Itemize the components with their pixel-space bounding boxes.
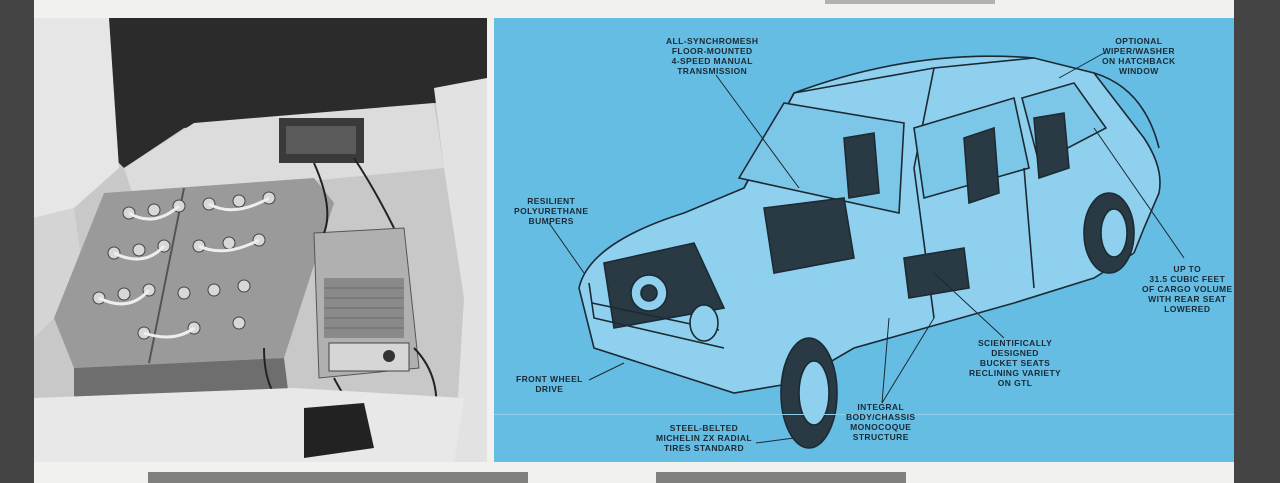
- callout-seats: SCIENTIFICALLY DESIGNED BUCKET SEATS REC…: [969, 338, 1062, 388]
- scan-edge-right: [1234, 0, 1280, 483]
- callout-bumpers: RESILIENT POLYURETHANE BUMPERS: [514, 196, 589, 226]
- cropped-body-text-left: [148, 472, 528, 483]
- cropped-body-text-right: [656, 472, 906, 483]
- cutaway-car-diagram: ALL-SYNCHROMESH FLOOR-MOUNTED 4-SPEED MA…: [494, 18, 1234, 462]
- battery-compartment-photo: [34, 18, 487, 462]
- scan-edge-left: [0, 0, 34, 483]
- car-illustration: [548, 52, 1185, 449]
- page-fold-line: [494, 414, 1234, 415]
- callout-cargo: UP TO 31.5 CUBIC FEET OF CARGO VOLUME WI…: [1142, 264, 1233, 314]
- cropped-top-text: [825, 0, 995, 4]
- callout-wiper: OPTIONAL WIPER/WASHER ON HATCHBACK WINDO…: [1102, 36, 1176, 76]
- callout-chassis: INTEGRAL BODY/CHASSIS MONOCOQUE STRUCTUR…: [846, 402, 916, 442]
- callout-tires: STEEL-BELTED MICHELIN ZX RADIAL TIRES ST…: [656, 423, 752, 453]
- callout-front-drive: FRONT WHEEL DRIVE: [516, 374, 583, 394]
- callout-transmission: ALL-SYNCHROMESH FLOOR-MOUNTED 4-SPEED MA…: [666, 36, 759, 76]
